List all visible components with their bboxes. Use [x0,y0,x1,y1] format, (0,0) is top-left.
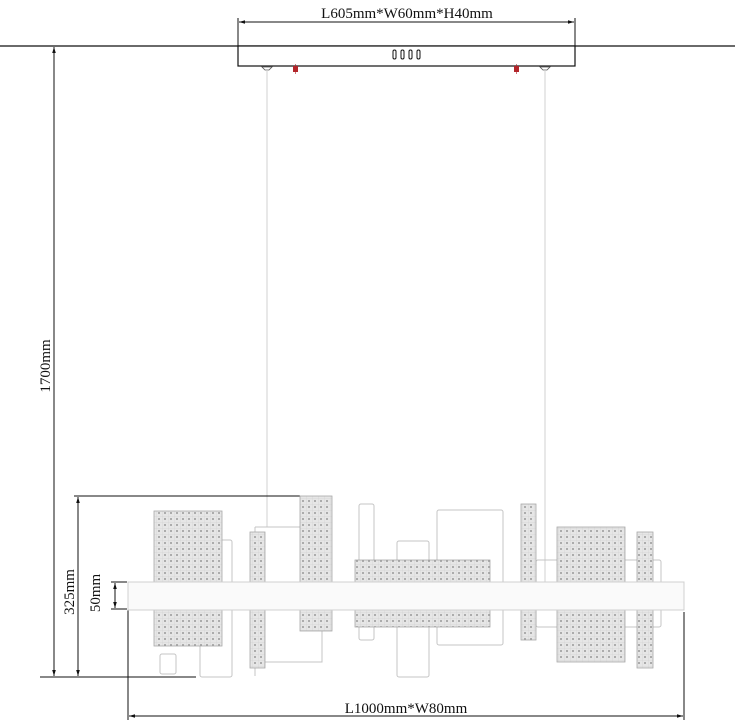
wire-clamp-right-icon [539,66,551,71]
bar-height-label: 50mm [88,574,104,613]
fixture-length-label: L1000mm*W80mm [345,701,468,717]
fixture-height-dimension: 325mm [40,495,300,678]
fixture-height-label: 325mm [62,569,78,615]
vent-slots-icon [392,49,421,60]
canopy-dimension-label: L605mm*W60mm*H40mm [321,6,493,22]
mesh-panel [153,510,223,647]
drop-height-dimension: 1700mm [38,47,56,676]
fixture-length-dimension: L1000mm*W80mm [127,610,685,720]
drop-height-label: 1700mm [38,339,54,393]
mesh-panel [520,503,537,641]
canopy-dimension: L605mm*W60mm*H40mm [237,6,576,66]
wire-clamp-left-icon [261,66,273,71]
screw-left-icon [293,64,298,74]
mesh-panel [299,495,333,632]
canopy [237,45,576,74]
screw-right-icon [514,64,519,74]
light-bar [127,581,685,611]
bar-height-dimension: 50mm [88,574,127,613]
